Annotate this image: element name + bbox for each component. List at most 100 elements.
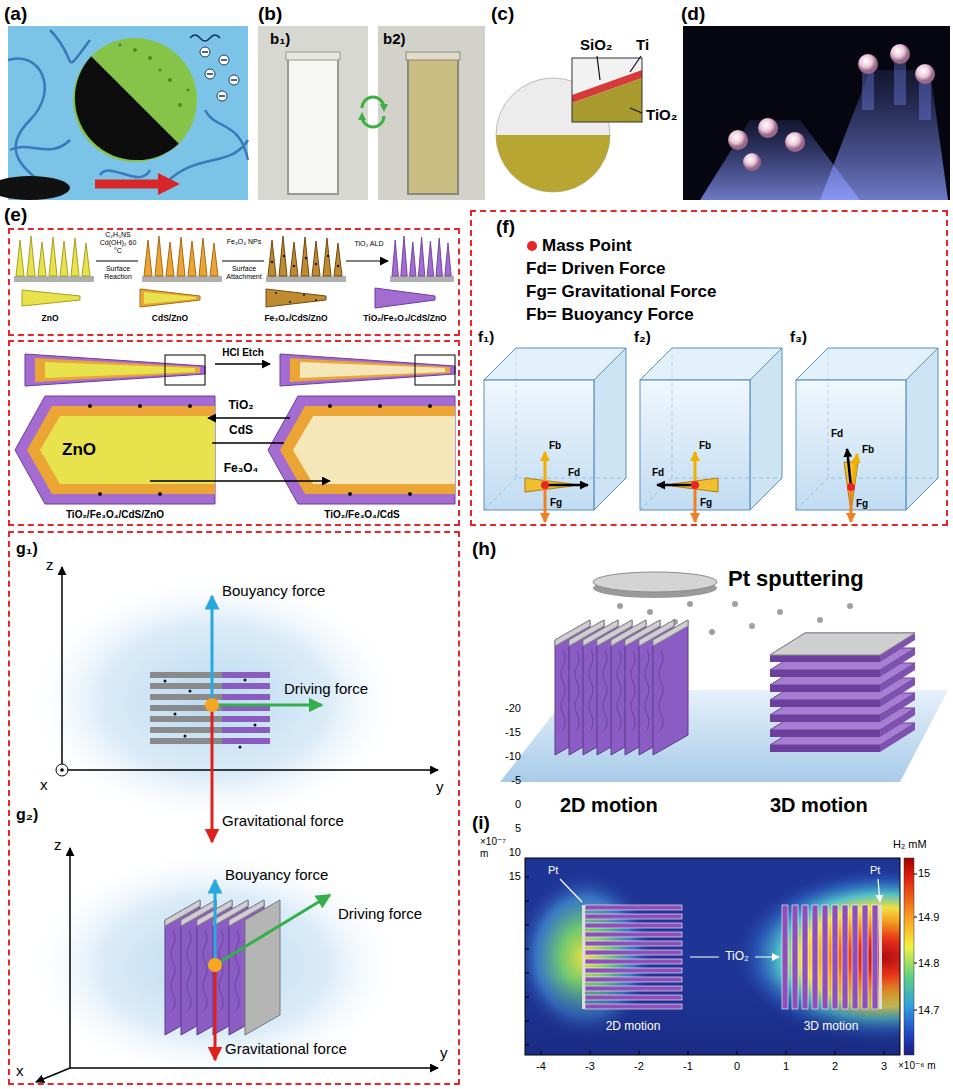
panel-label: (b) (258, 3, 282, 25)
panel-label: (d) (681, 3, 705, 25)
plot-label: 3D motion (804, 1020, 859, 1034)
panel-label: g₁) (16, 540, 38, 558)
h2-concentration-plot (515, 858, 953, 1055)
tick-label: 5 (515, 822, 521, 835)
janus-photo (0, 26, 248, 200)
colorbar-tick: 14.7 (918, 1004, 939, 1017)
axis-unit: m (480, 848, 488, 860)
tick-label: -15 (505, 726, 521, 739)
panel-label: f₃) (790, 328, 807, 345)
motion-label: 3D motion (770, 794, 868, 817)
cuvette-photos (258, 26, 485, 200)
axis-label: z (54, 836, 62, 853)
layer-name: TiO₂ (228, 399, 253, 413)
tick-label: -10 (505, 750, 521, 763)
tick-label: 3 (881, 1060, 887, 1073)
layer-name: SiO₂ (580, 36, 613, 53)
layer-name: ZnO (62, 440, 96, 460)
tick-label: -1 (683, 1060, 693, 1073)
layer-name: TiO₂/Fe₃O₄/CdS/ZnO (363, 314, 446, 324)
plot-label: Pt (870, 864, 880, 877)
force-label: Driving force (284, 680, 368, 697)
panel-label: (e) (4, 204, 27, 226)
panel-label: (i) (472, 812, 490, 834)
swimming-photo (683, 26, 950, 200)
tick-label: -5 (511, 774, 521, 787)
axis-label: y (440, 1044, 448, 1061)
force-label: Gravitational force (225, 1040, 347, 1057)
motion-label: 2D motion (560, 794, 658, 817)
panel-label: g₂) (16, 806, 38, 824)
force-label: Fg (700, 497, 712, 509)
tick-label: 1 (783, 1060, 789, 1073)
force-label: Fg (856, 498, 868, 510)
panel-frame: (f) Mass PointFd= Driven ForceFg= Gravita… (470, 210, 948, 526)
plot-label: 2D motion (606, 1020, 661, 1034)
axis-label: x (16, 1062, 24, 1079)
step-note: Surface Attachment (222, 265, 266, 281)
key-text: Fd= Driven Force (526, 259, 665, 279)
force-label: Gravitational force (222, 812, 344, 829)
layer-name: TiO₂/Fe₃O₄/CdS (324, 509, 399, 521)
layer-name: Fe₃O₄/CdS/ZnO (264, 314, 327, 324)
process-label: Pt sputtering (728, 566, 864, 591)
tick-label: -4 (536, 1060, 546, 1073)
tick-label: 0 (734, 1060, 740, 1073)
tick-label: 0 (515, 798, 521, 811)
axis-label: z (46, 556, 54, 573)
force-label: Fb (699, 440, 711, 452)
plot-label: Pt (548, 864, 558, 877)
layer-name: CdS (229, 424, 253, 438)
etch-cross-section (15, 354, 455, 504)
axis-unit: ×10⁻⁶ m (898, 1060, 935, 1072)
key-text: Mass Point (542, 236, 632, 256)
tick-label: -3 (585, 1060, 595, 1073)
janus-sphere (496, 56, 642, 192)
panel-label: f₂) (634, 328, 651, 345)
colorbar-tick: 15 (918, 867, 930, 880)
step-note: Fe₃O₄ NPs (224, 238, 264, 246)
panel-label: (a) (4, 3, 27, 25)
layer-name: Ti (636, 36, 649, 53)
force-label: Fb (862, 444, 874, 456)
axis-label: y (436, 778, 444, 795)
force-label: Fd (831, 428, 843, 440)
panel-label: (f) (496, 216, 515, 238)
force-label: Driving force (338, 905, 422, 922)
axis-label: x (40, 776, 48, 793)
step-note: C₂H₅NS Cd(OH)₂ 60 °C (96, 231, 140, 255)
layer-name: Fe₃O₄ (224, 462, 259, 476)
panel-label: b₁) (270, 30, 290, 47)
colorbar-title: H₂ mM (893, 838, 927, 851)
tick-label: -2 (634, 1060, 644, 1073)
layer-name: TiO₂/Fe₃O₄/CdS/ZnO (66, 509, 164, 521)
colorbar-tick: 14.9 (918, 911, 939, 924)
tick-label: 15 (509, 870, 521, 883)
tank-box: f₃)FdFbFg (796, 348, 938, 510)
panel-label: f₁) (478, 328, 494, 345)
tick-label: -20 (505, 702, 521, 715)
panel-label: (c) (491, 3, 514, 25)
panel-label: b2) (383, 30, 406, 47)
tank-box: f₂)FbFdFg (640, 348, 782, 510)
axis-unit: ×10⁻⁷ (480, 836, 506, 848)
panel-frame: g₁)zyxBouyancy forceDriving forceGravita… (8, 531, 460, 1085)
force-label: Fd (652, 467, 664, 479)
panel-frame: HCl EtchTiO₂ CdS ZnO Fe₃O₄ TiO₂/Fe₃O₄/CdS/Zn… (8, 340, 460, 526)
force-tanks (484, 241, 938, 522)
step-note: HCl Etch (222, 347, 264, 359)
force-label: Fb (549, 440, 561, 452)
plot-label: TiO₂ (725, 950, 749, 964)
key-text: Fg= Gravitational Force (526, 282, 716, 302)
layer-name: CdS/ZnO (152, 314, 188, 324)
layer-name: ZnO (42, 314, 59, 324)
panel-frame: C₂H₅NS Cd(OH)₂ 60 °CSurface ReactionFe₃O… (8, 228, 460, 336)
force-label: Fd (568, 467, 580, 479)
step-note: Surface Reaction (96, 265, 140, 281)
layer-name: TiO₂ (646, 106, 677, 123)
colorbar-tick: 14.8 (918, 957, 939, 970)
force-diagrams (25, 567, 438, 1083)
tick-label: 10 (509, 846, 521, 859)
tick-label: 2 (832, 1060, 838, 1073)
